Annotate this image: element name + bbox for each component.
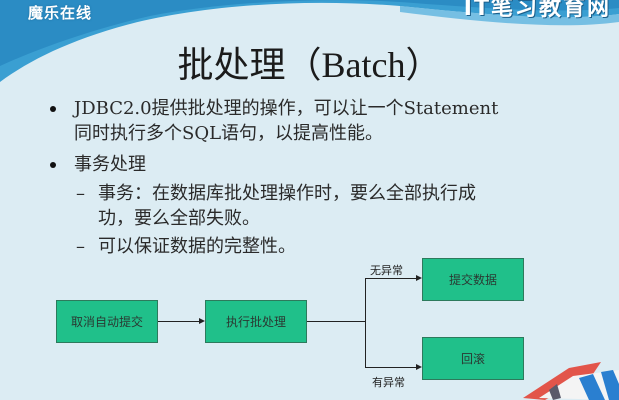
bullet-text-line: 同时执行多个SQL语句，以提高性能。	[74, 123, 384, 144]
sub-bullet-text-line: 事务：在数据库批处理操作时，要么全部执行成	[98, 183, 476, 204]
node-commit-data: 提交数据	[422, 258, 524, 301]
arrow-icon	[416, 364, 422, 370]
edge-label-has-exception: 有异常	[372, 376, 405, 389]
connector-line	[307, 321, 365, 322]
edge-label-no-exception: 无异常	[370, 264, 403, 277]
brand-logo-text: 魔乐在线	[28, 4, 93, 22]
bullet-text: 事务处理	[74, 154, 146, 175]
dash-icon: –	[76, 236, 85, 257]
bullet-list: JDBC2.0提供批处理的操作，可以让一个Statement 同时执行多个SQL…	[46, 96, 586, 259]
branch-line	[365, 278, 366, 367]
node-execute-batch: 执行批处理	[205, 300, 307, 343]
dash-icon: –	[76, 183, 85, 204]
connector-line	[365, 367, 417, 368]
brand-right-text: IT笔习教育网	[463, 0, 611, 21]
header-banner	[0, 0, 619, 82]
bullet-dot-icon	[50, 162, 56, 168]
bullet-transaction: 事务处理	[46, 152, 586, 177]
node-rollback: 回滚	[422, 337, 524, 380]
sub-bullet-transaction-definition: – 事务：在数据库批处理操作时，要么全部执行成 功，要么全部失败。	[46, 181, 586, 231]
sub-bullet-data-integrity: – 可以保证数据的完整性。	[46, 234, 586, 259]
bullet-jdbc-batch: JDBC2.0提供批处理的操作，可以让一个Statement 同时执行多个SQL…	[46, 96, 586, 146]
arrow-icon	[199, 318, 205, 324]
connector-line	[158, 321, 200, 322]
sub-bullet-text-line: 可以保证数据的完整性。	[98, 236, 296, 257]
node-cancel-autocommit: 取消自动提交	[56, 300, 158, 343]
sub-bullet-text-line: 功，要么全部失败。	[98, 208, 260, 229]
books-illustration-icon	[523, 362, 619, 400]
arrow-icon	[416, 275, 422, 281]
slide-title: 批处理（Batch）	[177, 45, 442, 85]
bullet-dot-icon	[50, 106, 56, 112]
bullet-text-line: JDBC2.0提供批处理的操作，可以让一个Statement	[74, 98, 499, 119]
connector-line	[365, 278, 417, 279]
